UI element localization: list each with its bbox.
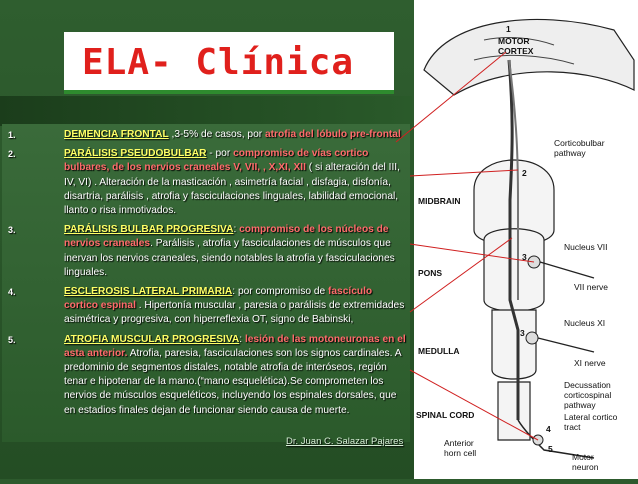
label-motor-neuron: Motor neuron	[572, 452, 599, 472]
label-num-3b: 3	[520, 328, 525, 338]
label-lateral-cortico: Lateral cortico tract	[564, 412, 618, 432]
pons-shape	[483, 228, 545, 312]
item-text: - por	[206, 148, 234, 160]
list-item-number: 3.	[8, 225, 16, 236]
label-num-5: 5	[548, 444, 553, 454]
item-highlight: atrofia del lóbulo pre-frontal	[264, 129, 401, 140]
accent-bar	[0, 96, 412, 126]
item-text: ,3-5% de casos, por	[168, 129, 265, 140]
item-text: :	[233, 224, 240, 236]
item-highlight: fascículo cortico espinal	[64, 286, 373, 312]
item-heading: PARÁLISIS BULBAR PROGRESIVA	[64, 224, 234, 236]
list-item: 2. PARÁLISIS PSEUDOBULBAR - por compromis…	[4, 147, 408, 218]
author-credit: Dr. Juan C. Salazar Pajares	[286, 436, 404, 447]
label-pons: PONS	[418, 268, 443, 278]
label-xi-nerve: XI nerve	[574, 358, 606, 368]
item-text: Atrofia, paresia, fasciculaciones son lo…	[64, 347, 401, 416]
item-text: :	[239, 333, 245, 345]
label-anterior-horn: Anterior horn cell	[444, 438, 477, 458]
list-item: 5. ATROFIA MUSCULAR PROGRESIVA: lesión de…	[4, 333, 408, 418]
label-nucleus-vii: Nucleus VII	[564, 242, 608, 252]
label-motor-cortex: MOTOR CORTEX	[498, 36, 534, 56]
clinical-list: 1. DEMENCIA FRONTAL ,3-5% de casos, por a…	[4, 128, 408, 423]
cortex-gyri	[473, 37, 575, 65]
label-spinal-cord: SPINAL CORD	[416, 410, 475, 420]
connector-item-5	[409, 369, 539, 441]
connector-item-4	[409, 237, 513, 313]
list-item-number: 4.	[8, 287, 16, 298]
item-text: . Hipertonía muscular , paresia o paráli…	[64, 300, 405, 326]
list-item: 1. DEMENCIA FRONTAL ,3-5% de casos, por a…	[4, 128, 408, 142]
vii-nerve-line	[539, 261, 595, 279]
corticobulbar-tract	[508, 59, 519, 300]
label-midbrain: MIDBRAIN	[418, 196, 461, 206]
content-panel	[2, 124, 410, 442]
corticospinal-tract	[507, 59, 520, 420]
slide-title: ELA- Clínica	[82, 42, 355, 83]
list-item-number: 2.	[8, 149, 16, 160]
item-heading: DEMENCIA FRONTAL	[64, 129, 169, 140]
list-item-number: 1.	[8, 130, 16, 140]
label-decussation: Decussation corticospinal pathway	[564, 380, 612, 410]
list-item-number: 5.	[8, 334, 16, 345]
xi-nerve-line	[537, 337, 595, 353]
label-corticobulbar: Corticobulbar pathway	[554, 138, 605, 158]
label-medulla: MEDULLA	[418, 346, 460, 356]
item-highlight: lesión de las motoneuronas en el asta an…	[64, 333, 406, 359]
label-num-1: 1	[506, 24, 511, 34]
list-item: 3. PARÁLISIS BULBAR PROGRESIVA: compromis…	[4, 223, 408, 280]
item-text: . Parálisis , atrofia y fasciculaciones …	[64, 238, 395, 278]
connector-item-1	[395, 51, 507, 143]
item-text: : por compromiso de	[232, 286, 328, 298]
label-vii-nerve: VII nerve	[574, 282, 609, 292]
item-text: ( si alteración del III, IV, VI) . Alter…	[64, 162, 400, 217]
item-highlight: compromiso de los núcleos de nervios cra…	[64, 224, 389, 250]
item-highlight: compromiso de vías cortico bulbares, de …	[64, 148, 369, 174]
label-num-2: 2	[522, 168, 527, 178]
item-heading: ESCLEROSIS LATERAL PRIMARIA	[64, 286, 233, 298]
label-num-3a: 3	[522, 252, 527, 262]
connector-item-3	[409, 243, 535, 263]
motor-neuron-line	[517, 419, 595, 459]
item-heading: ATROFIA MUSCULAR PROGRESIVA	[64, 333, 240, 345]
item-heading: PARÁLISIS PSEUDOBULBAR	[64, 148, 207, 160]
title-box	[64, 32, 394, 94]
connector-item-2	[409, 169, 519, 177]
label-num-4: 4	[546, 424, 551, 434]
label-nucleus-xi: Nucleus XI	[564, 318, 606, 328]
list-item: 4. ESCLEROSIS LATERAL PRIMARIA: por compr…	[4, 285, 408, 328]
